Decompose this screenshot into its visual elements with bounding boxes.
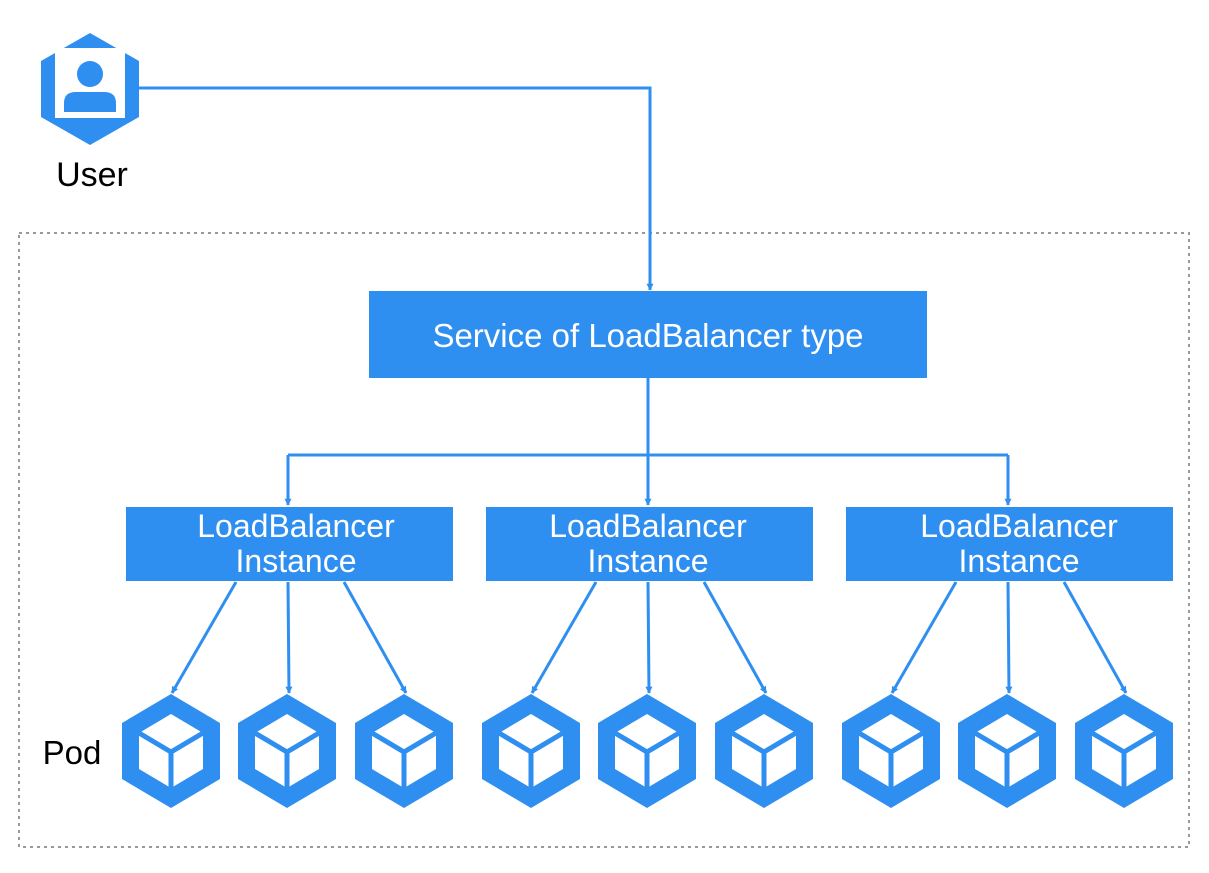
pod-cube-icon — [482, 694, 580, 808]
service-label: Service of LoadBalancer type — [432, 317, 863, 354]
loadbalancer-instance: LoadBalancer Instance — [126, 507, 453, 581]
instance-to-pod-arrow — [1062, 581, 1128, 694]
instance-label-line1: LoadBalancer — [920, 508, 1118, 544]
pod-cube-icon — [1075, 694, 1173, 808]
instance-label-line2: Instance — [588, 543, 709, 579]
instance-to-pod-arrow — [530, 581, 598, 694]
loadbalancer-instance: LoadBalancer Instance — [486, 507, 813, 581]
pod-cube-icon — [598, 694, 696, 808]
user-icon — [41, 33, 139, 145]
instance-to-pod-arrow — [645, 581, 653, 694]
instance-label-line2: Instance — [236, 543, 357, 579]
instance-to-pod-arrow — [702, 581, 768, 694]
instance-to-pod-arrow — [890, 581, 958, 694]
pod-label: Pod — [43, 734, 102, 771]
cluster-boundary — [18, 232, 1190, 848]
instance-to-pod-arrow — [285, 581, 293, 694]
instance-label-line1: LoadBalancer — [549, 508, 747, 544]
pod-cube-icon — [715, 694, 813, 808]
instance-to-pod-arrow — [342, 581, 408, 694]
pod-cube-icon — [355, 694, 453, 808]
pod-cube-icon — [958, 694, 1056, 808]
service-box: Service of LoadBalancer type — [369, 291, 927, 378]
instance-label-line1: LoadBalancer — [197, 508, 395, 544]
user-to-service-arrow — [139, 86, 654, 291]
pod-cube-icon — [122, 694, 220, 808]
pod-cube-icon — [238, 694, 336, 808]
instance-label-line2: Instance — [959, 543, 1080, 579]
user-label: User — [56, 156, 128, 194]
pod-cube-icon — [842, 694, 940, 808]
instance-to-pod-arrow — [1005, 581, 1013, 694]
loadbalancer-instance: LoadBalancer Instance — [846, 507, 1173, 581]
instance-to-pod-arrow — [170, 581, 238, 694]
